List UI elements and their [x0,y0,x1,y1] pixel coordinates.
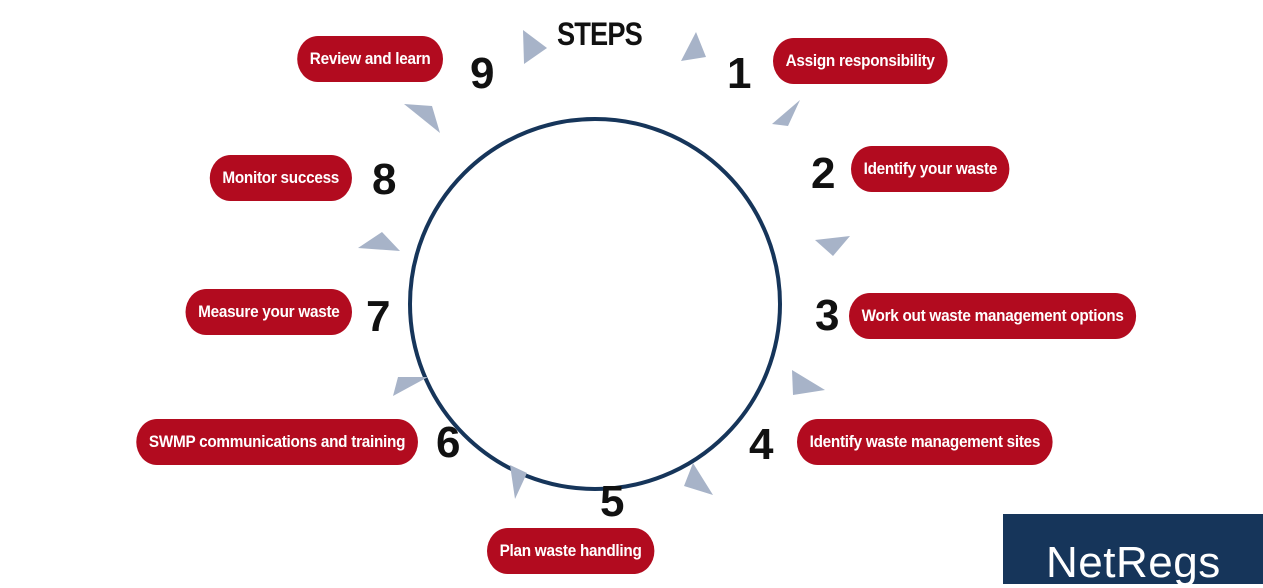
step-number-7: 7 [366,292,391,341]
cycle-arrow-7 [510,465,527,499]
brand-name: NetRegs [1046,538,1221,587]
step-label-6: SWMP communications and training [136,419,418,465]
step-label-3: Work out waste management options [849,293,1137,339]
step-number-3: 3 [815,291,840,340]
step-number-6: 6 [436,418,461,467]
cycle-circle [408,117,782,491]
step-number-1: 1 [727,49,752,98]
step-number-2: 2 [811,149,836,198]
cycle-arrow-3 [772,100,800,126]
step-number-8: 8 [372,155,397,204]
cycle-arrow-8 [393,377,428,396]
step-label-1: Assign responsibility [773,38,948,84]
steps-heading: STEPS [557,16,643,52]
cycle-arrow-5 [792,370,825,395]
cycle-arrow-9 [358,232,400,251]
step-label-5: Plan waste handling [487,528,655,574]
step-label-8: Monitor success [210,155,352,201]
step-number-5: 5 [600,477,625,526]
cycle-arrow-1 [523,30,547,64]
step-label-4: Identify waste management sites [797,419,1053,465]
step-label-2: Identify your waste [851,146,1010,192]
cycle-arrows [358,30,850,499]
step-number-4: 4 [749,420,774,469]
cycle-arrow-2 [681,32,706,61]
step-label-9: Review and learn [297,36,443,82]
cycle-arrow-4 [815,236,850,256]
cycle-arrow-6 [684,463,713,495]
cycle-arrow-10 [404,104,440,133]
step-number-9: 9 [470,49,495,98]
step-label-7: Measure your waste [185,289,352,335]
cycle-diagram [358,30,850,499]
